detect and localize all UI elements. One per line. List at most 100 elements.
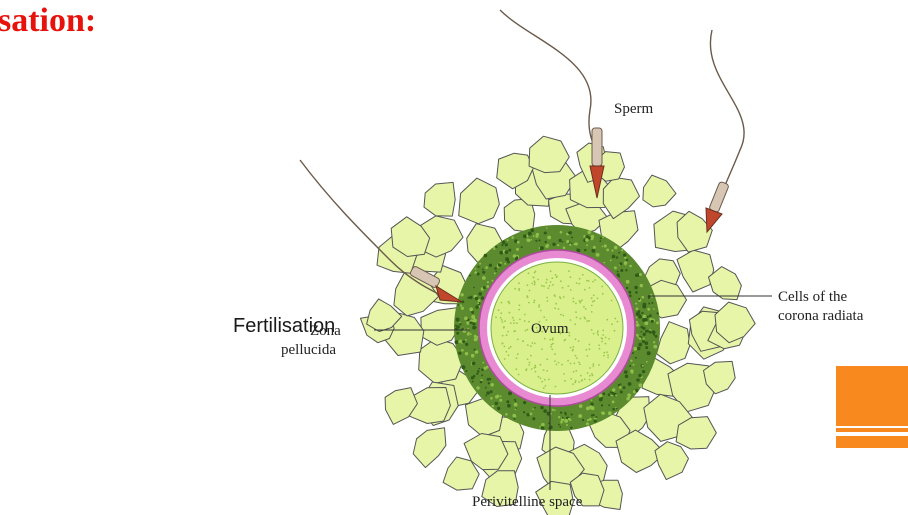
zona-granule <box>644 321 648 325</box>
ovum-granule <box>570 363 572 365</box>
ovum-granule <box>597 332 599 334</box>
zona-granule <box>642 327 645 330</box>
zona-granule <box>646 361 648 363</box>
ovum-granule <box>575 338 577 340</box>
zona-granule <box>608 411 612 415</box>
ovum-granule <box>589 344 591 346</box>
zona-granule <box>465 352 468 355</box>
zona-granule <box>653 334 655 336</box>
ovum-granule <box>527 344 529 346</box>
zona-granule <box>455 325 457 327</box>
ovum-granule <box>568 270 570 272</box>
ovum-granule <box>603 352 605 354</box>
ovum-granule <box>501 321 503 323</box>
zona-granule <box>625 375 629 379</box>
zona-granule <box>589 405 593 409</box>
zona-granule <box>460 340 462 342</box>
ovum-granule <box>514 288 516 290</box>
zona-granule <box>614 246 618 250</box>
ovum-granule <box>510 322 512 324</box>
ovum-granule <box>502 335 504 337</box>
zona-granule <box>651 320 654 323</box>
zona-granule <box>632 352 634 354</box>
ovum-granule <box>544 379 546 381</box>
ovum-granule <box>529 362 531 364</box>
zona-granule <box>633 347 637 351</box>
zona-granule <box>628 382 632 386</box>
ovum-granule <box>581 379 583 381</box>
zona-granule <box>495 271 497 273</box>
zona-granule <box>470 333 472 335</box>
zona-granule <box>612 401 615 404</box>
ovum-granule <box>560 314 562 316</box>
zona-granule <box>651 302 653 304</box>
ovum-granule <box>570 319 572 321</box>
zona-granule <box>488 382 490 384</box>
ovum-granule <box>504 346 506 348</box>
zona-granule <box>536 233 539 236</box>
zona-granule <box>626 280 630 284</box>
zona-granule <box>566 424 568 426</box>
zona-granule <box>472 362 476 366</box>
ovum-granule <box>508 347 510 349</box>
zona-granule <box>482 362 484 364</box>
ovum-granule <box>506 334 508 336</box>
zona-granule <box>477 302 479 304</box>
ovum-granule <box>554 360 556 362</box>
ovum-granule <box>528 321 530 323</box>
zona-granule <box>540 406 543 409</box>
ovum-granule <box>561 364 563 366</box>
zona-granule <box>618 252 620 254</box>
zona-granule <box>476 373 478 375</box>
zona-granule <box>600 237 602 239</box>
ovum-granule <box>513 319 515 321</box>
zona-granule <box>579 404 583 408</box>
zona-granule <box>494 272 496 274</box>
zona-granule <box>623 253 626 256</box>
ovum-granule <box>541 348 543 350</box>
zona-granule <box>484 254 488 258</box>
zona-granule <box>574 243 576 245</box>
corona-cell <box>421 308 460 346</box>
zona-granule <box>508 249 511 252</box>
zona-granule <box>610 260 612 262</box>
zona-granule <box>636 334 639 337</box>
ovum-granule <box>543 369 545 371</box>
ovum-granule <box>501 319 503 321</box>
zona-granule <box>476 386 479 389</box>
ovum-granule <box>549 339 551 341</box>
ovum-granule <box>535 371 537 373</box>
corona-cell <box>655 442 689 480</box>
zona-granule <box>634 286 638 290</box>
zona-granule <box>599 240 601 242</box>
zona-granule <box>471 315 475 319</box>
zona-granule <box>636 321 638 323</box>
ovum-granule <box>614 318 616 320</box>
zona-granule <box>638 374 641 377</box>
zona-granule <box>629 365 631 367</box>
zona-granule <box>618 384 620 386</box>
zona-granule <box>474 335 477 338</box>
zona-granule <box>589 418 592 421</box>
ovum-granule <box>592 281 594 283</box>
ovum-granule <box>545 385 547 387</box>
ovum-granule <box>513 322 515 324</box>
ovum-granule <box>578 362 580 364</box>
zona-granule <box>456 332 459 335</box>
ovum-granule <box>575 303 577 305</box>
zona-granule <box>523 401 526 404</box>
zona-granule <box>506 400 509 403</box>
zona-granule <box>558 424 560 426</box>
zona-granule <box>643 315 646 318</box>
ovum-granule <box>570 289 572 291</box>
zona-granule <box>517 241 520 244</box>
zona-granule <box>594 419 597 422</box>
ovum-granule <box>528 272 530 274</box>
zona-granule <box>610 391 612 393</box>
zona-granule <box>545 245 548 248</box>
ovum-granule <box>527 329 529 331</box>
zona-granule <box>624 370 628 374</box>
label-ovum: Ovum <box>531 321 569 337</box>
zona-granule <box>472 381 474 383</box>
ovum-granule <box>537 279 539 281</box>
